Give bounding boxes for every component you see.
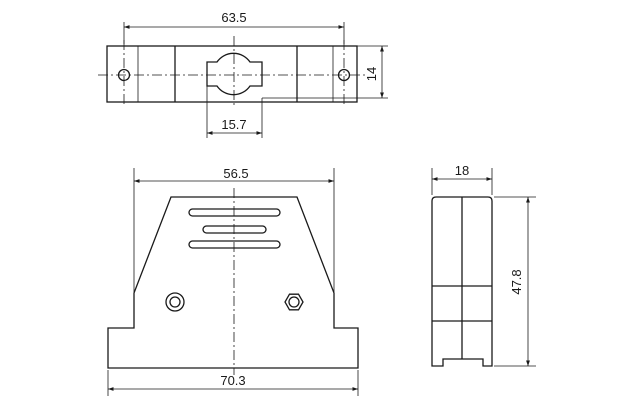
dim-top-width-label: 63.5 [221,10,246,25]
top-view [98,22,388,138]
dim-side-height-label: 47.8 [509,269,524,294]
dim-top-slot-label: 15.7 [221,117,246,132]
dim-front-base: 70.3 [108,373,358,391]
side-view [431,168,536,367]
front-view-outline [107,196,359,369]
top-view-outline [106,45,358,103]
top-view-cutout [206,52,263,96]
vent-slot-2 [202,225,267,234]
dim-top-slot: 15.7 [207,117,262,135]
dim-front-inner: 56.5 [134,166,334,183]
dim-top-width: 63.5 [124,10,344,29]
side-view-outline [431,196,493,367]
dim-top-height: 14 [364,46,384,98]
left-screw-icon [165,292,185,312]
dim-front-inner-label: 56.5 [223,166,248,181]
dim-side-width: 18 [432,163,492,181]
dim-side-width-label: 18 [455,163,469,178]
right-nut-icon [284,293,304,311]
dim-front-base-label: 70.3 [220,373,245,388]
vent-slot-3 [188,240,281,249]
vent-slot-1 [188,208,281,217]
front-view [107,168,359,396]
dim-top-height-label: 14 [364,67,379,81]
dim-side-height: 47.8 [509,197,530,366]
